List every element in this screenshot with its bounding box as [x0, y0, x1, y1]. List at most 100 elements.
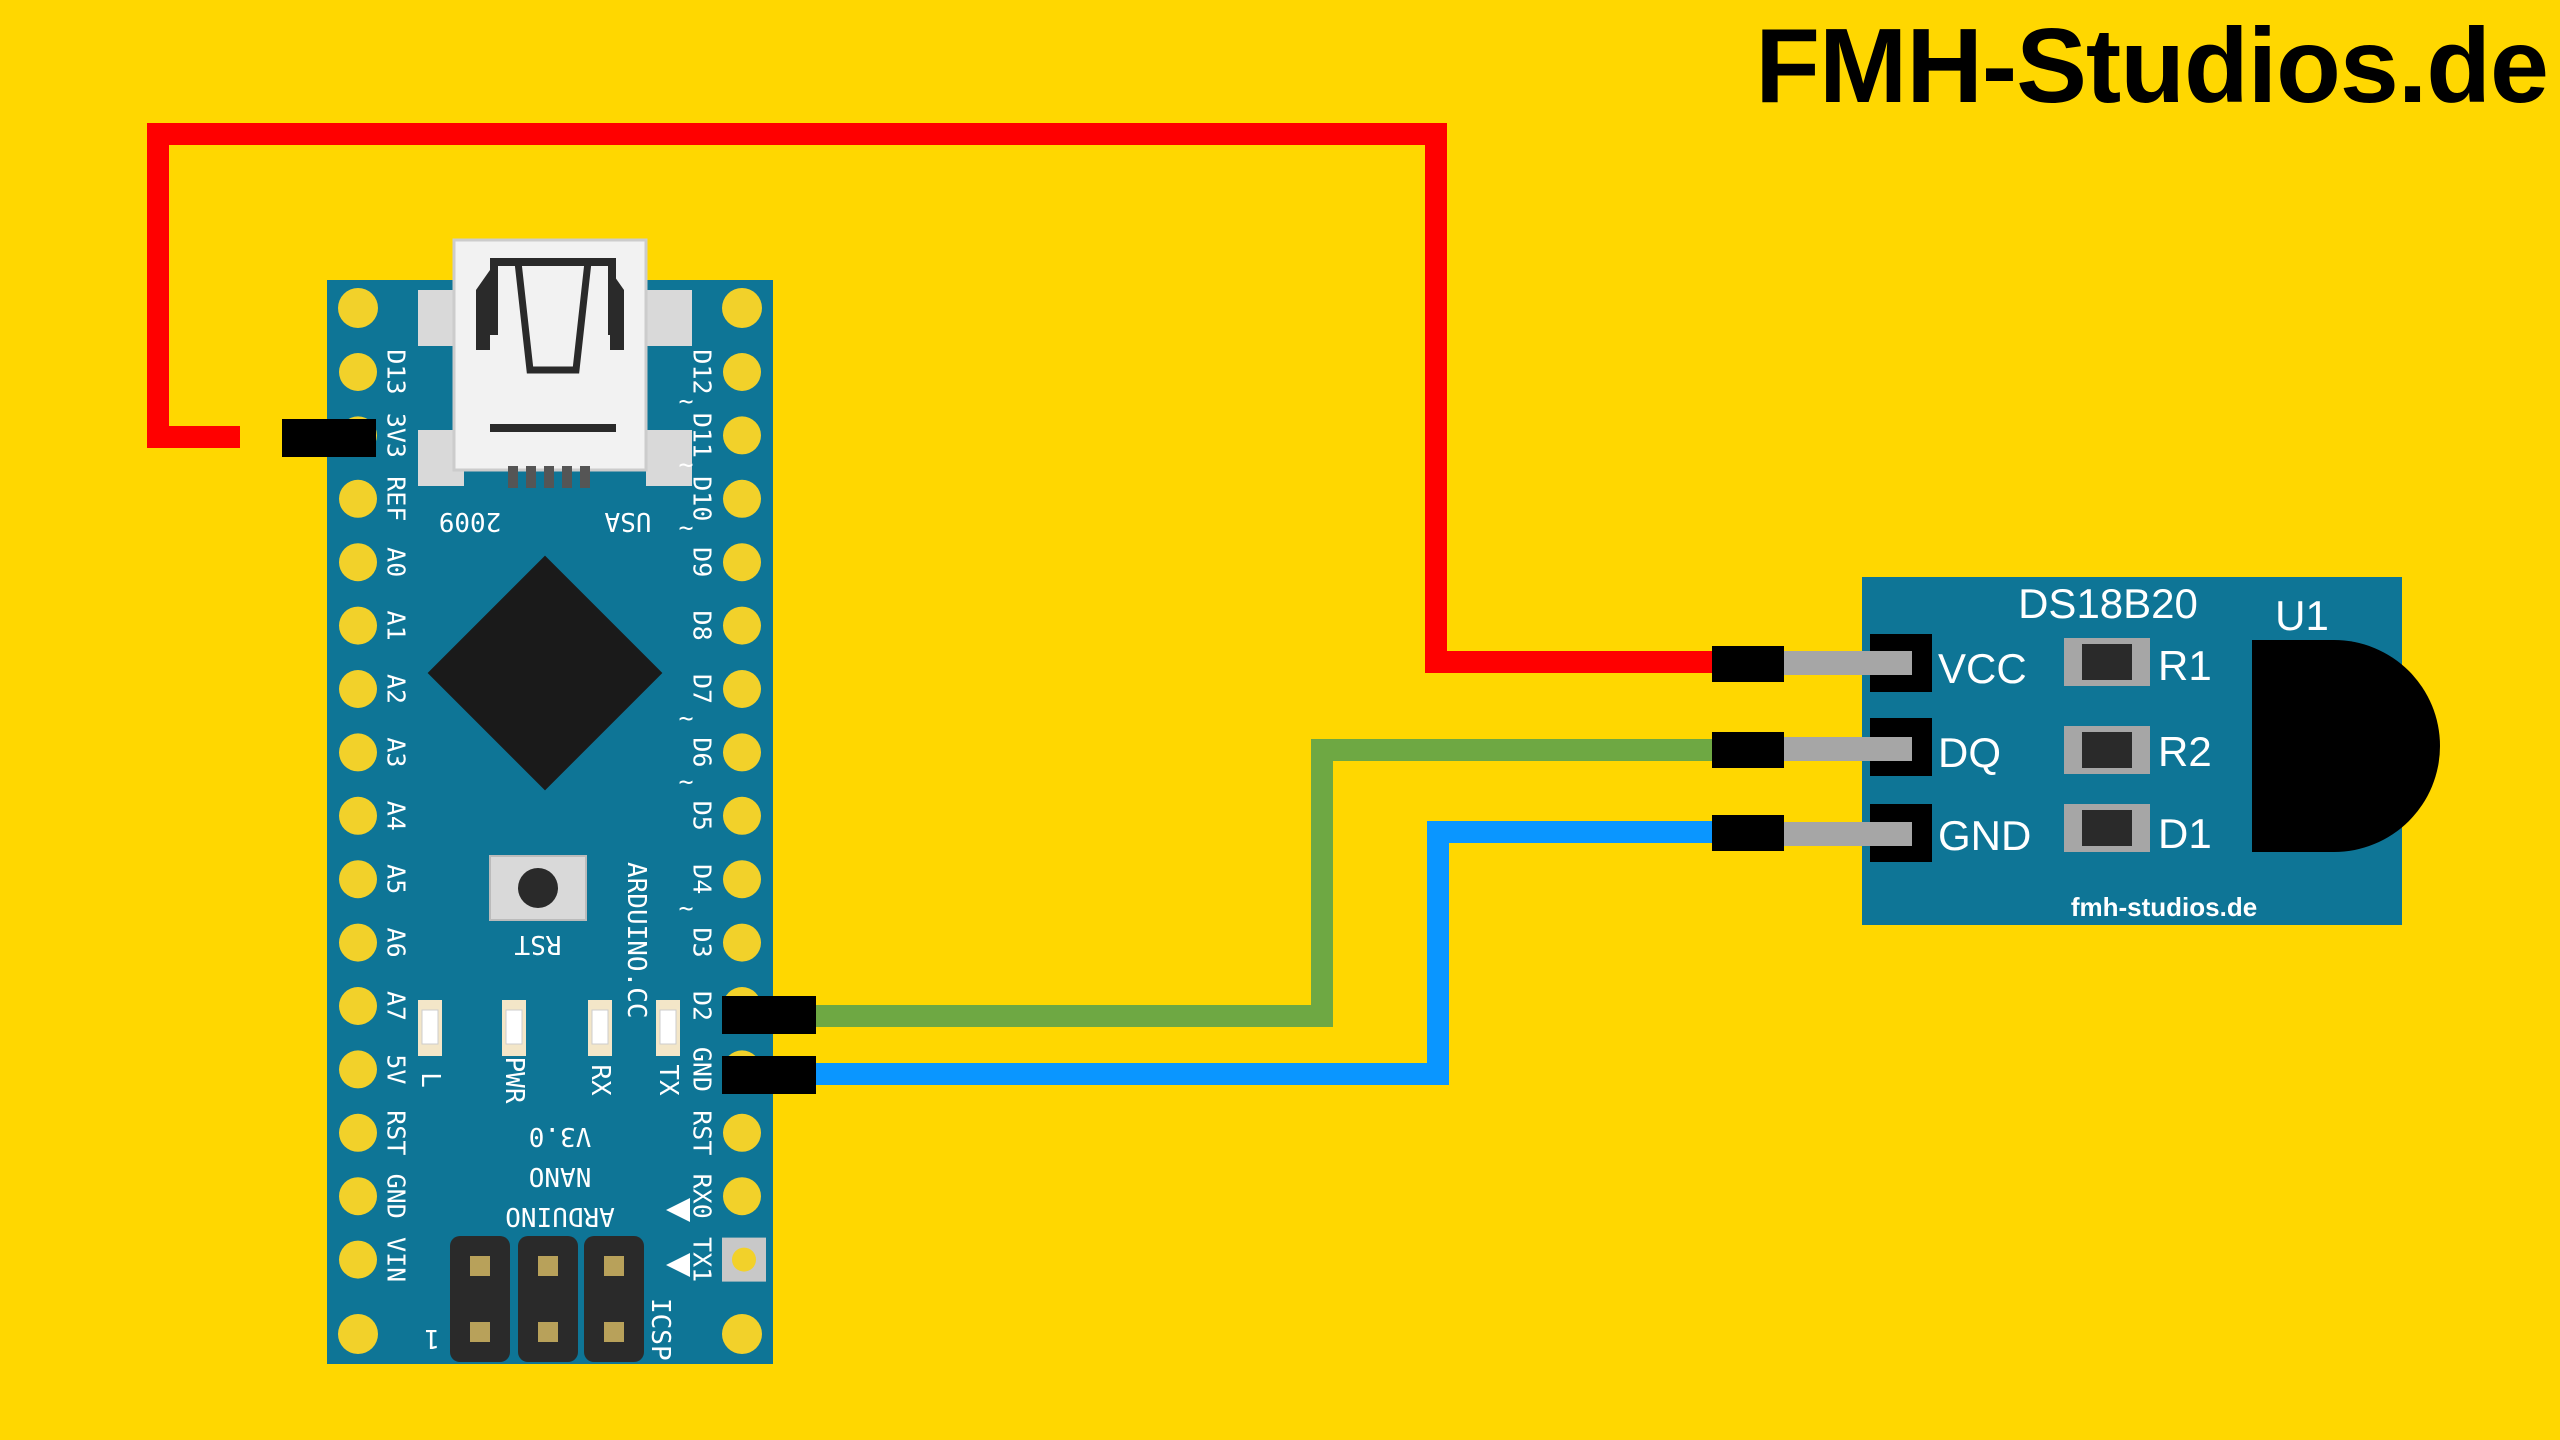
smd-r2 — [2064, 726, 2150, 774]
pwm-marker: ~ — [678, 703, 693, 732]
pin-pad-5v — [339, 1050, 377, 1089]
pin-pad-d5 — [723, 796, 761, 835]
pin-label-a3: A3 — [382, 737, 411, 767]
pin-pad-gnd — [339, 1177, 377, 1216]
pin-pad-a2 — [339, 670, 377, 708]
sensor-to92-body — [2252, 640, 2440, 852]
pin-label-d6: D6 — [688, 737, 717, 767]
usb-connector — [418, 238, 692, 488]
wire-gnd — [780, 821, 1726, 1085]
module-pin-vcc — [1712, 634, 1932, 692]
atmega-chip — [427, 555, 663, 791]
pin-pad-d9 — [723, 543, 761, 582]
pin-label-gnd: GND — [688, 1047, 717, 1092]
led-lens — [421, 1009, 439, 1045]
icsp-column — [518, 1236, 578, 1362]
pin-label-d10: D10 — [688, 476, 717, 521]
part-label-r2: R2 — [2158, 728, 2212, 775]
pin-label-ref: REF — [382, 476, 411, 521]
maker-label: ARDUINO.CC — [621, 862, 651, 1019]
mount-hole — [722, 288, 762, 328]
module-title: DS18B20 — [2018, 580, 2198, 627]
module-pin-dq — [1712, 718, 1932, 776]
led-lens — [505, 1009, 523, 1045]
pin-label-a2: A2 — [382, 674, 411, 704]
wires — [147, 123, 1726, 1085]
pin-label-d13: D13 — [382, 349, 411, 394]
pin-label-d5: D5 — [688, 801, 717, 831]
pin-pad-vin — [339, 1240, 377, 1279]
led-label-pwr: PWR — [499, 1057, 529, 1104]
pin-pad-d3 — [723, 923, 761, 962]
pin-pad-a3 — [339, 733, 377, 772]
pin-label-d2: D2 — [688, 991, 717, 1021]
icsp-pin — [604, 1322, 624, 1342]
pin-pad-d6 — [723, 733, 761, 772]
board-name-line-2: NANO — [529, 1161, 592, 1191]
pin-label-dq: DQ — [1938, 729, 2001, 776]
pin-label-tx1: TX1 — [688, 1237, 717, 1282]
usb-label-left: 2009 — [439, 506, 502, 536]
pin-label-d11: D11 — [688, 413, 717, 458]
module-pin-gnd — [1712, 804, 1932, 862]
wire-vcc — [147, 123, 1726, 673]
mount-hole — [722, 1314, 762, 1354]
led-lens — [591, 1009, 609, 1045]
led-label-rx: RX — [585, 1064, 615, 1096]
led-label-tx: TX — [653, 1064, 683, 1096]
module-ref: U1 — [2275, 592, 2329, 639]
pin-label-d4: D4 — [688, 864, 717, 894]
tx-arrow-icon — [666, 1253, 690, 1277]
smd-r1 — [2064, 638, 2150, 686]
pin-label-a1: A1 — [382, 611, 411, 641]
pin-label-a7: A7 — [382, 991, 411, 1021]
pin-label-rx0: RX0 — [688, 1174, 717, 1219]
pin-label-d12: D12 — [688, 349, 717, 394]
reset-button — [489, 855, 587, 921]
pin-pad-d11 — [723, 416, 761, 455]
pin-label-vin: VIN — [382, 1237, 411, 1282]
rx-arrow-icon — [666, 1198, 690, 1222]
icsp-column — [450, 1236, 510, 1362]
pwm-marker: ~ — [678, 513, 693, 542]
led-lens — [659, 1009, 677, 1045]
pin-label-d3: D3 — [688, 928, 717, 958]
pin-pad-rst — [723, 1113, 761, 1152]
pin-label-vcc: VCC — [1938, 645, 2027, 692]
icsp-pin — [538, 1322, 558, 1342]
mount-hole — [338, 1314, 378, 1354]
pwm-marker: ~ — [678, 386, 693, 415]
pin-pad-a1 — [339, 606, 377, 645]
pin-pad-rst — [339, 1113, 377, 1152]
pin-pad-ref — [339, 479, 377, 518]
pin-pad-a5 — [339, 860, 377, 899]
pwm-marker: ~ — [678, 894, 693, 923]
ds18b20-module: DS18B20 U1 fmh-studios.de VCC DQ GND — [1712, 577, 2440, 925]
right-pin-header: D12D11~D10~D9~D8D7D6~D5~D4D3~D2GNDRSTRX0… — [678, 349, 766, 1282]
plug-gnd — [722, 1056, 816, 1094]
arduino-plugs — [282, 419, 816, 1094]
pin-label-3v3: 3V3 — [382, 413, 411, 458]
pin-label-a4: A4 — [382, 801, 411, 831]
wire-dq — [780, 739, 1726, 1027]
reset-label: RST — [514, 929, 561, 959]
part-label-d1: D1 — [2158, 810, 2212, 857]
board-name-line-1: ARDUINO — [505, 1201, 615, 1231]
pin-pad-d12 — [723, 353, 761, 391]
icsp-header — [450, 1236, 644, 1362]
board-name-line-3: V3.0 — [529, 1121, 592, 1151]
pwm-marker: ~ — [678, 450, 693, 479]
plug-3v3 — [282, 419, 376, 457]
plug-d2 — [722, 996, 816, 1034]
led-label-l: L — [415, 1072, 445, 1088]
mount-hole — [338, 288, 378, 328]
smd-d1 — [2064, 804, 2150, 852]
icsp-pin1-label: 1 — [424, 1323, 440, 1353]
pin-pad-a7 — [339, 987, 377, 1025]
pin-pad-d13 — [339, 353, 377, 391]
pin-pad-a6 — [339, 923, 377, 962]
pin-label-a6: A6 — [382, 928, 411, 958]
